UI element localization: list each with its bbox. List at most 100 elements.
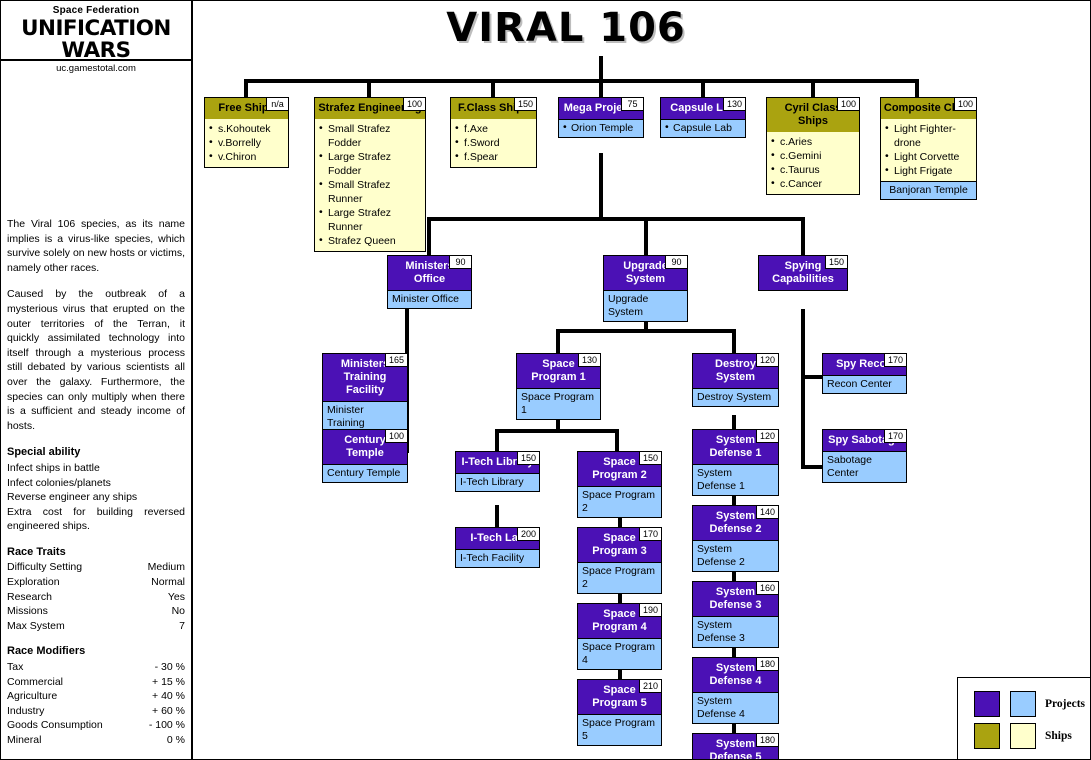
node-item: Large Strafez Runner (319, 205, 421, 234)
connector-top-bus (244, 79, 919, 83)
race-modifier-value: - 100 % (148, 719, 185, 732)
race-modifier-label: Agriculture (7, 690, 58, 703)
legend-label: Ships (1045, 730, 1072, 742)
node-space-program-3[interactable]: Space Program 3 170 Space Program 2 (577, 527, 662, 594)
node-title: System Defense 4 180 (693, 657, 779, 692)
node-cost-badge: 100 (384, 429, 408, 443)
race-trait-label: Max System (7, 619, 65, 632)
page-title: VIRAL 106 (446, 5, 686, 51)
node-fclass-ships[interactable]: F.Class Ships 150 f.Axe f.Sword f.Spear (450, 97, 537, 168)
legend-row-ships: Ships (974, 723, 1072, 749)
node-title: Free Ships n/a (205, 97, 289, 119)
node-ministers-office[interactable]: Ministers Office 90 Minister Office (387, 255, 472, 309)
node-title: Upgrade System 90 (604, 255, 688, 290)
node-sub-item: System Defense 4 (693, 692, 778, 723)
node-title: System Defense 2 140 (693, 505, 779, 540)
node-capsule-lab[interactable]: Capsule Lab 130 Capsule Lab (660, 97, 746, 138)
node-spy-recon[interactable]: Spy Recon 170 Recon Center (822, 353, 907, 394)
connector-drop-itech-library (495, 429, 499, 451)
node-items: s.Kohoutek v.Borrelly v.Chiron (205, 119, 288, 167)
node-title-text: Destroy System (715, 358, 756, 383)
node-system-defense-3[interactable]: System Defense 3 160 System Defense 3 (692, 581, 779, 648)
connector-spy-sabotage (801, 465, 827, 469)
node-system-defense-5[interactable]: System Defense 5 180 System Defense 5 (692, 733, 779, 759)
species-paragraph-2: Caused by the outbreak of a mysterious v… (7, 288, 185, 432)
node-cost-badge: 100 (402, 97, 426, 111)
node-century-temple[interactable]: Century Temple 100 Century Temple (322, 429, 408, 483)
connector-itech-library-to-lab (495, 505, 499, 527)
node-space-program-4[interactable]: Space Program 4 190 Space Program 4 (577, 603, 662, 670)
node-strafez-engineering[interactable]: Strafez Engineering 100 Small Strafez Fo… (314, 97, 426, 252)
node-title: System Defense 1 120 (693, 429, 779, 464)
node-mega-projects[interactable]: Mega Projects 75 Orion Temple (558, 97, 644, 138)
connector-drop-strafez (367, 79, 371, 97)
node-cost-badge: 150 (824, 255, 848, 269)
node-ministers-training-facility[interactable]: Ministers Training Facility 165 Minister… (322, 353, 408, 433)
race-trait-label: Research (7, 590, 52, 603)
node-title: Space Program 2 150 (578, 451, 662, 486)
connector-sp1-stem (556, 409, 560, 431)
node-space-program-2[interactable]: Space Program 2 150 Space Program 2 (577, 451, 662, 518)
connector-drop-cyril (811, 79, 815, 97)
node-item: f.Spear (455, 149, 532, 164)
node-title: Space Program 3 170 (578, 527, 662, 562)
node-title-text: Capsule Lab (670, 102, 736, 114)
node-cost-badge: 150 (638, 451, 662, 465)
node-cost-badge: 180 (755, 733, 779, 747)
node-system-defense-1[interactable]: System Defense 1 120 System Defense 1 (692, 429, 779, 496)
node-title-text: F.Class Ships (458, 102, 529, 114)
race-modifier-row: Goods Consumption- 100 % (7, 718, 185, 733)
node-title-text: Spy Recon (836, 358, 893, 370)
node-sub-item: System Defense 3 (693, 616, 778, 647)
node-item: c.Aries (771, 134, 855, 149)
node-item: c.Taurus (771, 162, 855, 177)
race-modifier-value: + 60 % (152, 704, 185, 717)
node-title: I-Tech Library 150 (456, 451, 540, 473)
node-item: c.Cancer (771, 176, 855, 191)
node-system-defense-2[interactable]: System Defense 2 140 System Defense 2 (692, 505, 779, 572)
node-title: Space Program 1 130 (517, 353, 601, 388)
node-item: s.Kohoutek (209, 121, 284, 136)
node-upgrade-system[interactable]: Upgrade System 90 Upgrade System (603, 255, 688, 322)
node-spy-sabotage[interactable]: Spy Sabotage 170 Sabotage Center (822, 429, 907, 483)
node-spying-capabilities[interactable]: Spying Capabilities 150 (758, 255, 848, 291)
node-title-text: Spying Capabilities (772, 260, 834, 285)
connector-sp1-bus (495, 429, 619, 433)
node-free-ships[interactable]: Free Ships n/a s.Kohoutek v.Borrelly v.C… (204, 97, 289, 168)
node-sub-item: System Defense 1 (693, 464, 778, 495)
node-title-text: I-Tech Library (461, 456, 534, 468)
node-itech-library[interactable]: I-Tech Library 150 I-Tech Library (455, 451, 540, 492)
node-title: Mega Projects 75 (559, 97, 644, 119)
node-title-text: Space Program 3 (592, 532, 647, 557)
node-cost-badge: 165 (384, 353, 408, 367)
node-cost-badge: 120 (755, 353, 779, 367)
node-sub-item: Space Program 5 (578, 714, 661, 745)
node-system-defense-4[interactable]: System Defense 4 180 System Defense 4 (692, 657, 779, 724)
node-items: c.Aries c.Gemini c.Taurus c.Cancer (767, 132, 859, 194)
node-title: Spying Capabilities 150 (759, 255, 848, 290)
node-itech-lab[interactable]: I-Tech Lab 200 I-Tech Facility (455, 527, 540, 568)
node-item: Small Strafez Runner (319, 177, 421, 206)
node-items: f.Axe f.Sword f.Spear (451, 119, 536, 167)
sidebar: Space Federation UNIFICATION WARS uc.gam… (1, 1, 193, 759)
node-cyril-class-ships[interactable]: Cyril Class Ships 100 c.Aries c.Gemini c… (766, 97, 860, 195)
node-title: Space Program 5 210 (578, 679, 662, 714)
connector-upgrade-bus (556, 329, 736, 333)
node-title: F.Class Ships 150 (451, 97, 537, 119)
node-item: Small Strafez Fodder (319, 121, 421, 150)
node-space-program-5[interactable]: Space Program 5 210 Space Program 5 (577, 679, 662, 746)
connector-mega-stem (599, 153, 603, 217)
node-cost-badge: 200 (516, 527, 540, 541)
node-composite-class[interactable]: Composite Class 100 Light Fighter-drone … (880, 97, 977, 200)
connector-sd4-to-sd5 (732, 719, 736, 733)
node-space-program-1[interactable]: Space Program 1 130 Space Program 1 (516, 353, 601, 420)
node-title: Spy Recon 170 (823, 353, 907, 375)
special-ability-heading: Special ability (7, 446, 81, 459)
node-destroy-system[interactable]: Destroy System 120 Destroy System (692, 353, 779, 407)
race-modifier-label: Tax (7, 661, 24, 674)
race-trait-value: 7 (179, 619, 185, 632)
node-sub-item: Space Program 2 (578, 562, 661, 593)
connector-drop-fclass (491, 79, 495, 97)
